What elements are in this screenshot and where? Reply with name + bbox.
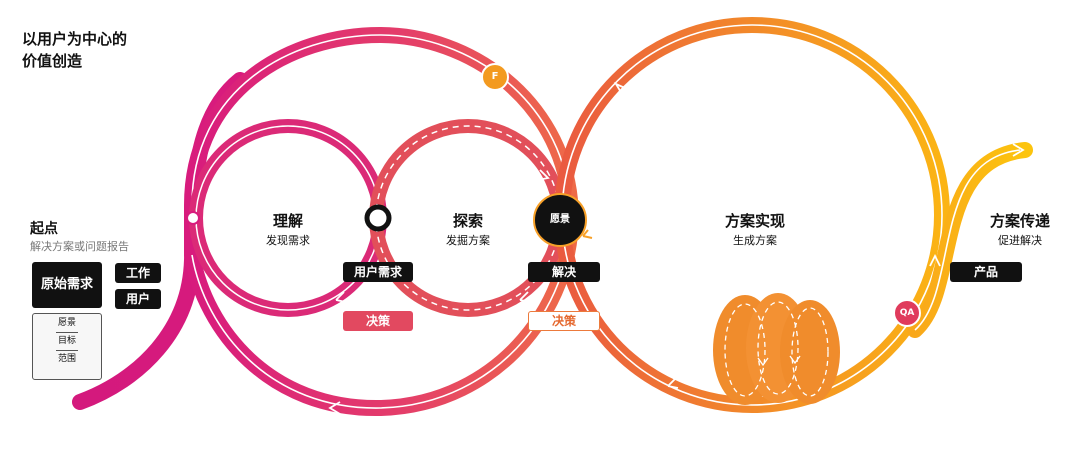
- start-title: 起点: [30, 221, 58, 237]
- user-tag: 用户: [115, 289, 161, 309]
- qa-badge-label: QA: [899, 308, 915, 318]
- scope-goal: 目标: [57, 336, 76, 346]
- understand-title: 理解: [272, 212, 303, 230]
- scope-box: 愿景 目标 范围: [32, 313, 102, 380]
- explore-subtitle: 发掘方案: [446, 234, 490, 247]
- explore-title: 探索: [452, 212, 483, 230]
- solve-tag: 解决: [528, 262, 600, 282]
- vision-badge: [533, 193, 587, 247]
- title-line1: 以用户为中心的: [22, 30, 128, 48]
- understand-subtitle: 发现需求: [266, 234, 310, 247]
- f-badge-label: F: [491, 71, 499, 82]
- user-need-tag: 用户需求: [343, 262, 413, 282]
- qa-badge: [893, 299, 921, 327]
- deliver-subtitle: 促进解决: [998, 234, 1042, 247]
- decision-tag-red: 决策: [343, 311, 413, 331]
- product-tag: 产品: [950, 262, 1022, 282]
- work-tag: 工作: [115, 263, 161, 283]
- start-subtitle: 解决方案或问题报告: [30, 240, 129, 253]
- junction-dot: [186, 211, 200, 225]
- scope-divider: [56, 350, 78, 351]
- original-need-box: 原始需求: [32, 262, 102, 308]
- implement-title: 方案实现: [724, 212, 785, 230]
- title-line2: 价值创造: [22, 52, 83, 70]
- user-need-node: [364, 204, 392, 232]
- f-badge: [481, 63, 509, 91]
- iteration-coil: [713, 293, 840, 405]
- implement-subtitle: 生成方案: [733, 234, 777, 247]
- decision-tag-orange: 决策: [528, 311, 600, 331]
- scope-range: 范围: [57, 354, 76, 364]
- scope-divider: [56, 332, 78, 333]
- scope-vision: 愿景: [57, 318, 76, 328]
- deliver-title: 方案传递: [989, 212, 1050, 230]
- vision-badge-label: 愿景: [550, 214, 570, 225]
- diagram-title: 以用户为中心的 价值创造: [22, 28, 127, 72]
